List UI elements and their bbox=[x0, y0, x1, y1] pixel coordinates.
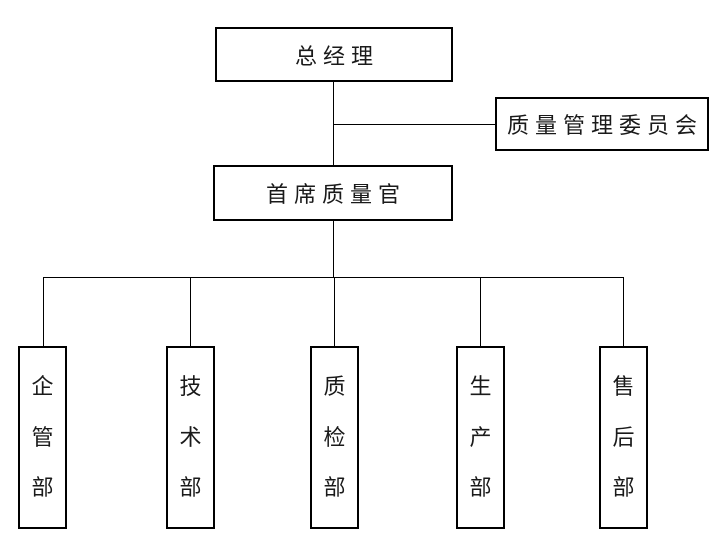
dept-char: 企 bbox=[31, 374, 54, 400]
connector-drop-dept-3 bbox=[334, 277, 335, 347]
node-quality-committee: 质量管理委员会 bbox=[495, 97, 709, 151]
connector-cqo-to-branch bbox=[333, 220, 334, 278]
dept-char: 生 bbox=[469, 374, 492, 400]
node-dept-production: 生 产 部 bbox=[456, 346, 505, 529]
dept-char: 部 bbox=[179, 474, 202, 500]
connector-to-committee bbox=[333, 124, 495, 125]
dept-char: 部 bbox=[612, 474, 635, 500]
node-label: 质量管理委员会 bbox=[506, 113, 703, 138]
node-general-manager: 总经理 bbox=[215, 27, 453, 82]
connector-drop-dept-5 bbox=[623, 277, 624, 347]
dept-char: 部 bbox=[323, 474, 346, 500]
dept-char: 部 bbox=[31, 474, 54, 500]
node-dept-enterprise-management: 企 管 部 bbox=[18, 346, 67, 529]
dept-char: 产 bbox=[469, 424, 492, 450]
node-dept-technology: 技 术 部 bbox=[166, 346, 215, 529]
dept-char: 管 bbox=[31, 424, 54, 450]
node-chief-quality-officer: 首席质量官 bbox=[213, 165, 453, 221]
connector-drop-dept-2 bbox=[190, 277, 191, 347]
dept-char: 部 bbox=[469, 474, 492, 500]
node-dept-after-sales: 售 后 部 bbox=[599, 346, 648, 529]
node-label: 总经理 bbox=[294, 43, 379, 69]
connector-drop-dept-1 bbox=[43, 277, 44, 347]
dept-char: 检 bbox=[323, 424, 346, 450]
dept-char: 售 bbox=[612, 374, 635, 400]
dept-char: 后 bbox=[612, 424, 635, 450]
dept-char: 术 bbox=[179, 424, 202, 450]
dept-char: 质 bbox=[323, 374, 346, 400]
node-dept-quality-inspection: 质 检 部 bbox=[310, 346, 359, 529]
connector-branch-horizontal bbox=[43, 277, 624, 278]
connector-gm-to-cqo bbox=[333, 81, 334, 166]
node-label: 首席质量官 bbox=[265, 182, 406, 207]
connector-drop-dept-4 bbox=[480, 277, 481, 347]
dept-char: 技 bbox=[179, 374, 202, 400]
